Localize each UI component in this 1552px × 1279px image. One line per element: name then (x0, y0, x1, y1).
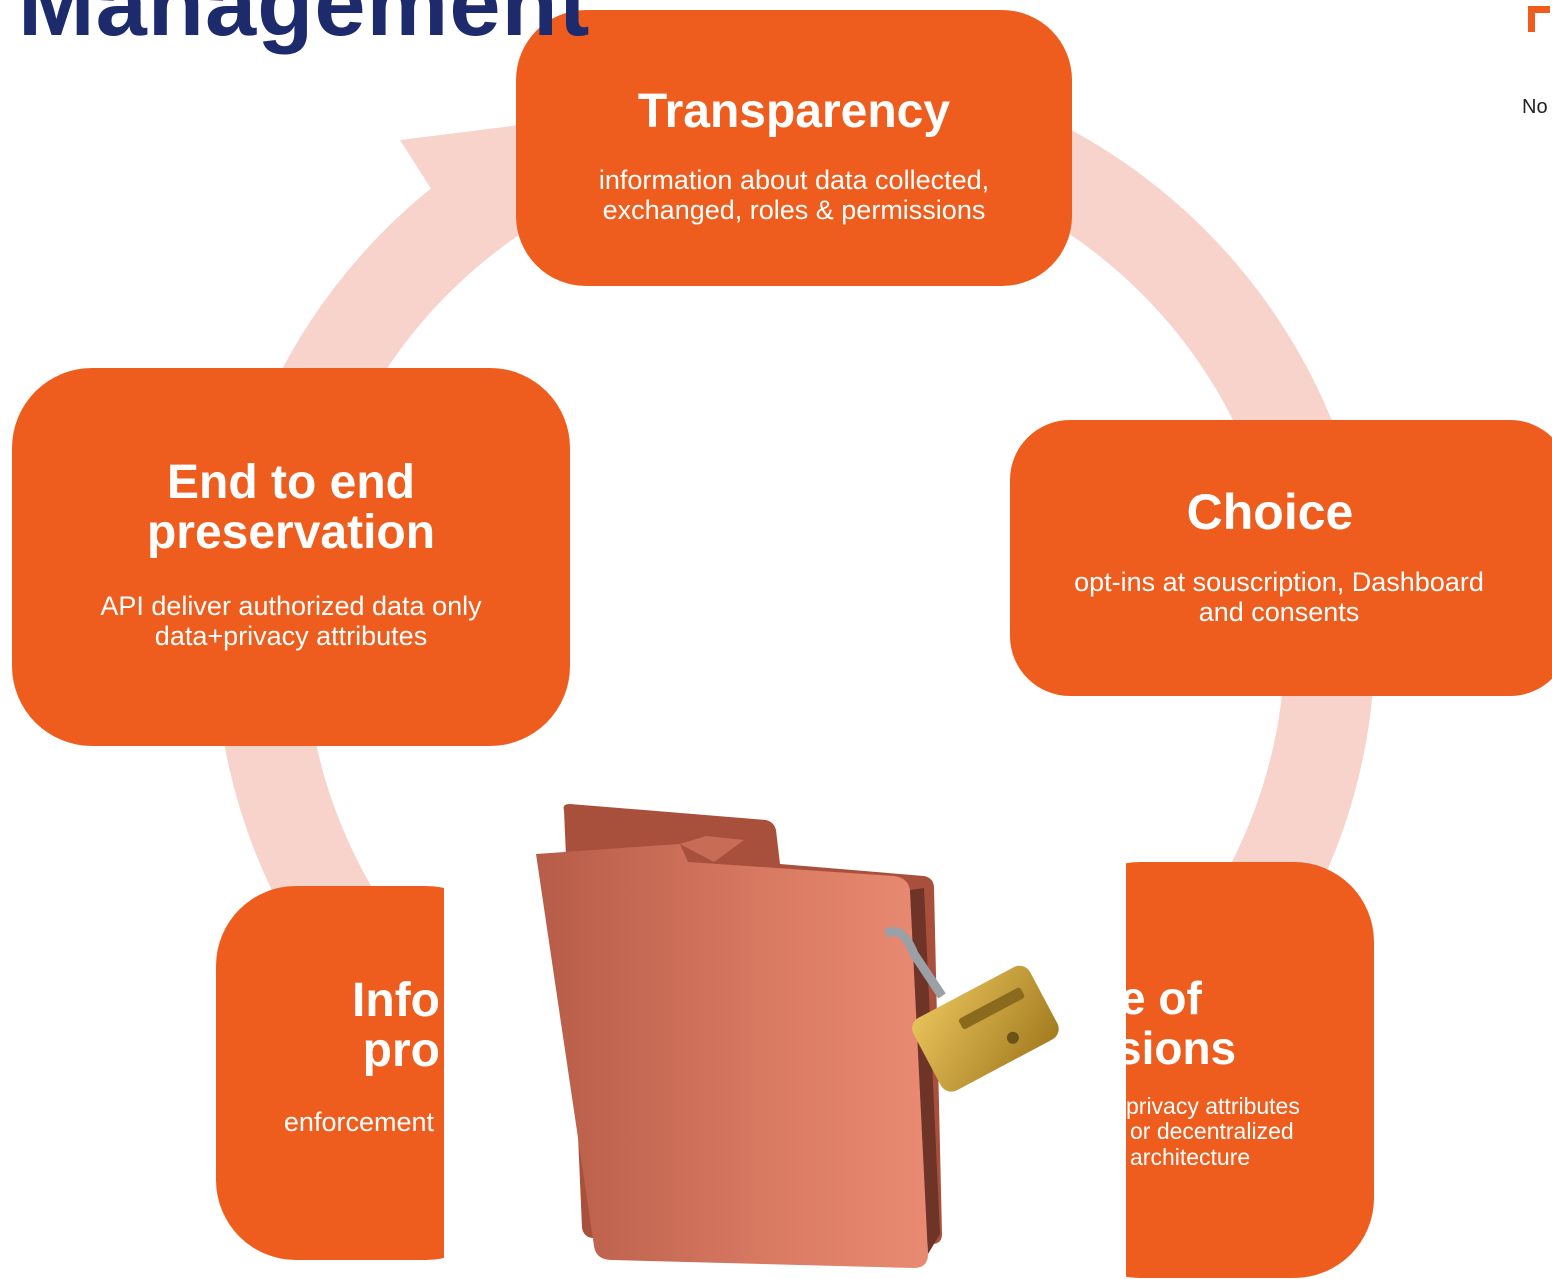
end-to-end-box: End to end preservation API deliver auth… (12, 368, 570, 746)
locked-folder-icon (536, 804, 1059, 1268)
locked-folder-image (444, 764, 1126, 1279)
end-to-end-description: API deliver authorized data only data+pr… (100, 591, 482, 651)
end-to-end-heading: End to end preservation (146, 456, 436, 560)
choice-description: opt-ins at souscription, Dashboard and c… (1074, 567, 1484, 627)
sovereignty-description: privacy attributes or decentralized arch… (1126, 1093, 1300, 1170)
transparency-description: information about data collected, exchan… (598, 165, 990, 225)
page-title: Management (18, 0, 591, 55)
transparency-box: Transparency information about data coll… (516, 10, 1072, 286)
brand-logo-icon (1528, 6, 1550, 32)
choice-box: Choice opt-ins at souscription, Dashboar… (1010, 420, 1552, 696)
sovereignty-heading: e of sions (1116, 972, 1237, 1074)
information-heading: Info pro (352, 974, 440, 1078)
transparency-heading: Transparency (637, 85, 951, 138)
choice-heading: Choice (1186, 484, 1354, 540)
logo-text: No (1522, 96, 1548, 118)
